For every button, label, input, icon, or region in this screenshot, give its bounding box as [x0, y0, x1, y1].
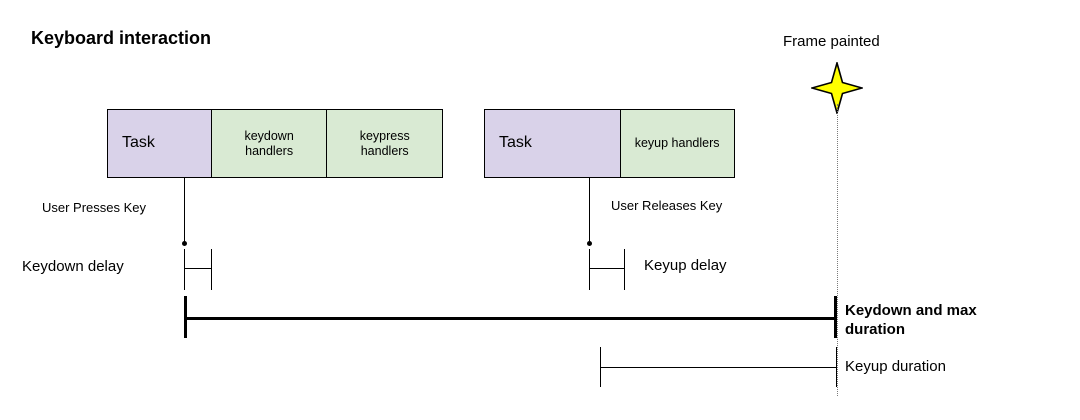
keyup-delay-start-tick	[589, 249, 590, 290]
task-box-keydown: Task	[107, 109, 212, 178]
task-group-keyup: Task keyup handlers	[484, 109, 735, 178]
press-event-label: User Presses Key	[42, 200, 147, 215]
press-event-dot	[182, 241, 187, 246]
release-event-dot	[587, 241, 592, 246]
release-event-label: User Releases Key	[611, 198, 723, 213]
keydown-duration-span	[184, 317, 835, 320]
frame-painted-label: Frame painted	[783, 33, 880, 50]
keydown-handlers-line1: keydown	[244, 128, 294, 143]
press-event-leader-line	[184, 178, 185, 245]
task-box-keyup: Task	[484, 109, 621, 178]
keydown-handlers-line2: handlers	[245, 143, 294, 158]
keyup-handlers-line1: keyup handlers	[634, 136, 720, 151]
keypress-handlers-line2: handlers	[360, 143, 409, 158]
task-group-keydown: Task keydown handlers keypress handlers	[107, 109, 444, 178]
keydown-delay-span	[184, 268, 212, 269]
keydown-delay-end-tick	[211, 249, 212, 290]
keydown-max-duration-label: Keydown and max duration	[845, 302, 1035, 340]
keypress-handlers-box: keypress handlers	[326, 109, 444, 178]
keyup-delay-span	[589, 268, 625, 269]
keyup-duration-label: Keyup duration	[845, 358, 946, 375]
page-title: Keyboard interaction	[31, 28, 212, 48]
keydown-delay-start-tick	[184, 249, 185, 290]
keyup-handlers-box: keyup handlers	[619, 109, 735, 178]
keydown-max-duration-line2: duration	[845, 320, 905, 338]
release-event-leader-line	[589, 178, 590, 245]
keyup-duration-span	[600, 367, 837, 368]
keydown-duration-end-tick	[834, 296, 837, 338]
keypress-handlers-line1: keypress	[359, 128, 410, 143]
keydown-delay-label: Keydown delay	[22, 258, 124, 275]
keydown-max-duration-line1: Keydown and max	[845, 302, 977, 319]
frame-painted-guide-line	[837, 104, 838, 396]
keyup-delay-label: Keyup delay	[644, 257, 727, 274]
keyup-delay-end-tick	[624, 249, 625, 290]
keydown-handlers-box: keydown handlers	[210, 109, 328, 178]
